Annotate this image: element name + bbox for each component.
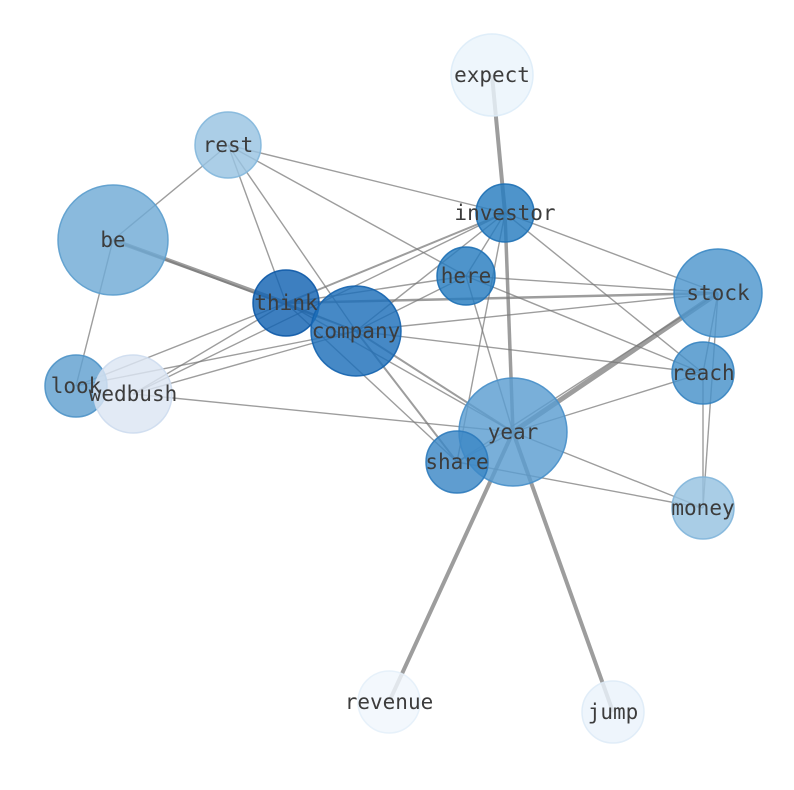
node-stock — [673, 248, 763, 338]
node-reach — [671, 341, 735, 405]
edge-investor-think — [285, 212, 506, 304]
node-money — [671, 476, 735, 540]
node-share — [425, 430, 489, 494]
edge-rest-investor — [227, 144, 506, 214]
node-investor — [475, 183, 535, 243]
node-revenue — [357, 670, 421, 734]
node-label-look: look — [51, 374, 102, 398]
node-label-jump: jump — [588, 700, 639, 724]
nodes-layer — [44, 33, 763, 744]
node-here — [436, 246, 496, 306]
node-expect — [450, 33, 534, 117]
node-label-money: money — [671, 496, 734, 520]
edge-rest-here — [227, 144, 467, 277]
labels-layer: expect rest be investor here stock think compan… — [51, 63, 750, 724]
node-label-revenue: revenue — [345, 690, 434, 714]
node-company — [310, 285, 402, 377]
node-label-here: here — [441, 264, 492, 288]
node-be — [57, 184, 169, 296]
node-label-reach: reach — [671, 361, 734, 385]
node-label-be: be — [100, 228, 125, 252]
node-label-expect: expect — [454, 63, 530, 87]
edge-company-reach — [355, 330, 704, 374]
node-label-share: share — [425, 450, 488, 474]
node-label-investor: investor — [454, 201, 555, 225]
edge-here-reach — [465, 275, 704, 374]
node-label-company: company — [312, 319, 401, 343]
node-label-wedbush: wedbush — [89, 382, 178, 406]
node-wedbush — [93, 354, 173, 434]
node-rest — [194, 111, 262, 179]
node-jump — [581, 680, 645, 744]
node-think — [252, 269, 320, 337]
edge-year-wedbush — [132, 393, 514, 433]
node-label-think: think — [254, 291, 318, 315]
node-label-year: year — [488, 420, 539, 444]
node-label-stock: stock — [686, 281, 750, 305]
edge-investor-reach — [504, 212, 704, 374]
edge-company-stock — [355, 292, 719, 332]
node-label-rest: rest — [203, 133, 254, 157]
